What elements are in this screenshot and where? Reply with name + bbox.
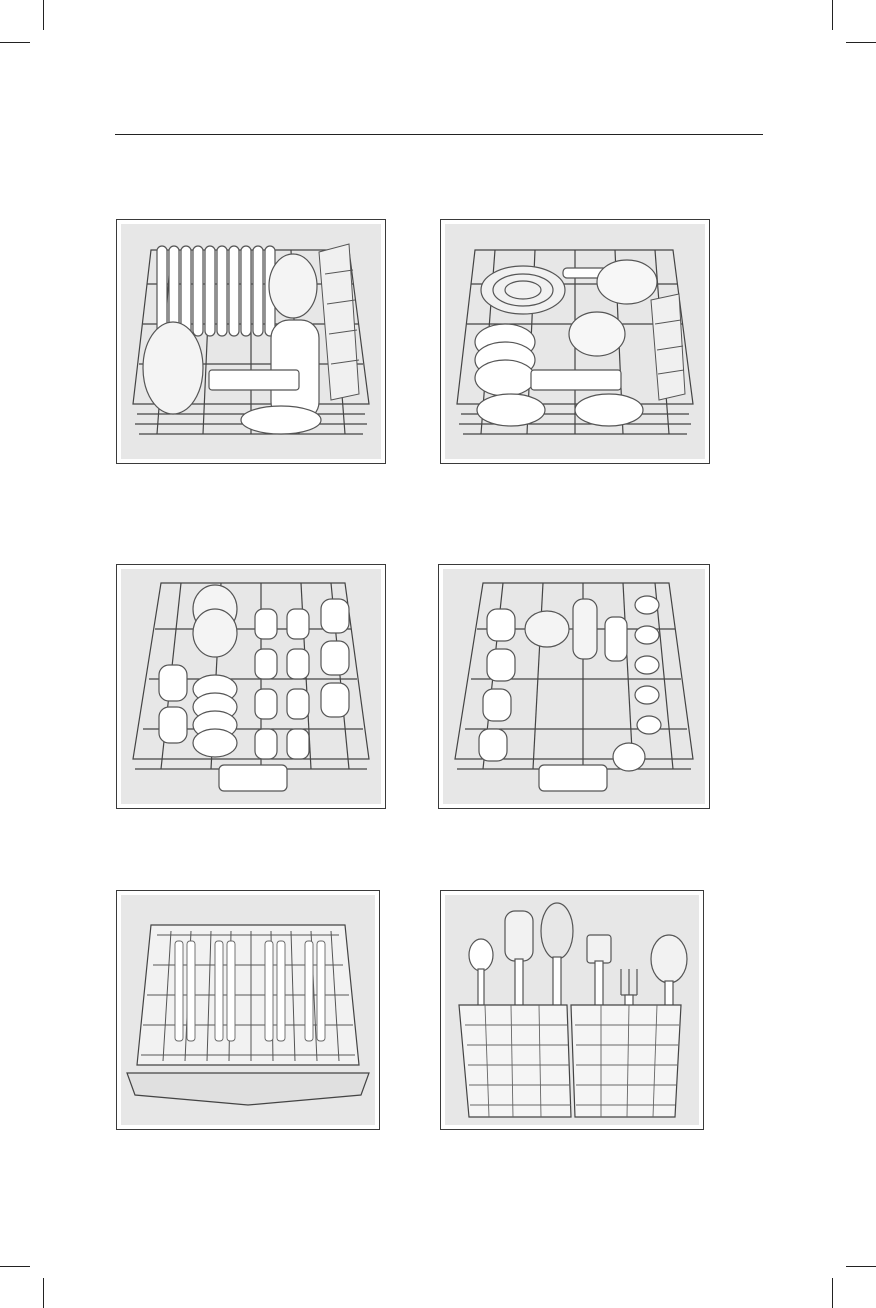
crop-mark-br-h: [846, 1266, 876, 1267]
cutlery-tray-illustration: [116, 890, 380, 1130]
upper-rack-wineglasses-illustration: [438, 564, 710, 809]
crop-mark-tr-h: [846, 42, 876, 43]
crop-mark-bl-h: [0, 1266, 30, 1267]
lower-rack-pots-illustration: [440, 219, 710, 464]
crop-mark-tl-v: [43, 0, 44, 30]
header-rule: [115, 134, 763, 135]
lower-rack-plates-illustration: [116, 219, 386, 464]
upper-rack-cups-illustration: [116, 564, 386, 809]
crop-mark-tl-h: [0, 42, 30, 43]
crop-mark-bl-v: [43, 1278, 44, 1308]
crop-mark-br-v: [832, 1278, 833, 1308]
crop-mark-tr-v: [832, 0, 833, 30]
utensil-basket-illustration: [440, 890, 704, 1130]
